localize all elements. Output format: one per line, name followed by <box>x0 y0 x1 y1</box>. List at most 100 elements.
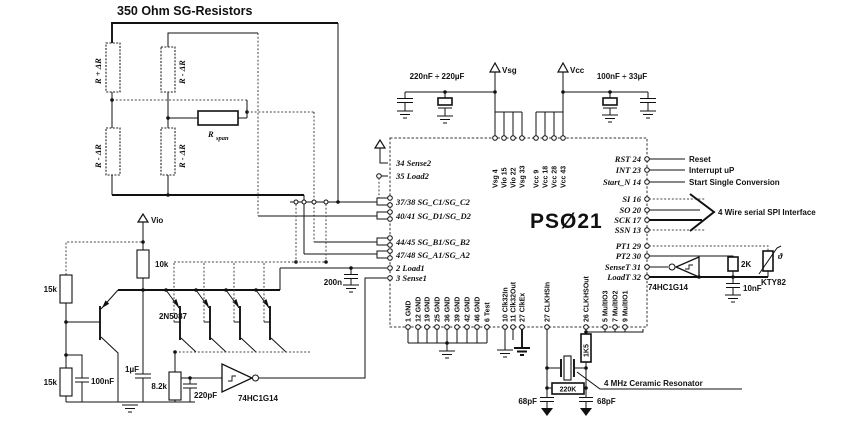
rspan-sub-label: span <box>215 135 229 142</box>
ground-icon <box>725 294 741 303</box>
cap-200n <box>343 268 359 293</box>
cap-220nf <box>397 92 413 119</box>
resistor-r-plus-dr <box>105 42 121 93</box>
r1k5-label: 1K5 <box>584 344 591 357</box>
schematic-title: 350 Ohm SG-Resistors <box>117 4 253 18</box>
r15k-top-label: 15k <box>44 285 58 294</box>
pin-label-loadt: LoadT 32 <box>606 272 642 282</box>
resistor-10k <box>136 249 150 279</box>
pin-label-sgc: 37/38 SG_C1/SG_C2 <box>395 197 471 207</box>
vcc-supply-icon <box>556 61 570 73</box>
pin-label-pt2: PT2 30 <box>616 251 642 261</box>
interrupt-label: Interrupt uP <box>689 166 735 175</box>
c220pf-label: 220pF <box>194 391 217 400</box>
c68pf-left-label: 68pF <box>518 397 537 406</box>
resonator-label: 4 MHz Ceramic Resonator <box>604 379 703 388</box>
resistor-r-minus-dr-br <box>160 127 176 176</box>
r10k-label: 10k <box>155 260 169 269</box>
vcc-label: Vcc <box>570 66 585 75</box>
r220k-label: 220K <box>560 387 577 394</box>
ground-icon <box>640 110 656 119</box>
resonator-callout-line <box>576 371 742 390</box>
c100nf-label: 100nF <box>91 377 114 386</box>
pin-label-clk32out: 11 Clk32Out <box>511 281 518 322</box>
chip-ps021: PSØ21 34 Sense2 35 Load2 37/38 SG_C1/SG_… <box>373 135 650 330</box>
resistor-r-minus-dr-bl <box>105 127 121 176</box>
transistor-label: 2N5087 <box>159 312 188 321</box>
pnp-arrow-icon <box>102 300 110 308</box>
pin-label-vsg4: Vsg 4 <box>493 169 500 188</box>
resistor-15k-bot <box>59 367 73 397</box>
ground-icon <box>397 110 413 119</box>
ground-icon <box>439 350 455 359</box>
pin-label-si: SI 16 <box>622 194 641 204</box>
r2k-label: 2K <box>741 260 751 269</box>
pin-label-so: SO 20 <box>620 205 642 215</box>
pin-label-clkhsin: 27 CLKHSIn <box>545 282 552 322</box>
pin-label-gnd42: 42 GND <box>465 297 472 322</box>
bridge-label-tr: R - ΔR <box>177 60 187 85</box>
pin-label-clk32in: 10 Clk32In <box>503 287 510 322</box>
cap-100nf-driver <box>66 354 89 402</box>
pin-label-vsg33: Vsg 33 <box>520 165 527 188</box>
crystal-icon <box>560 355 586 381</box>
transistor-t2 <box>164 262 197 353</box>
bridge-label-br: R - ΔR <box>177 144 187 169</box>
inverter-bubble-icon <box>252 374 259 382</box>
pin-label-vio22: Vio 22 <box>511 167 518 188</box>
inverter-74hc1g14-right <box>668 256 700 278</box>
right-caps-label: 100nF ÷ 33µF <box>597 72 647 81</box>
transistor-t3 <box>194 262 227 353</box>
resistor-2k <box>727 256 739 277</box>
pin-label-startn: Start_N 14 <box>603 177 641 187</box>
inverter-bubble-icon <box>668 263 676 271</box>
cap-100nf-vcc <box>602 92 618 123</box>
pin-label-multio1: 9 MultIO1 <box>623 290 630 322</box>
inverter-left-label: 74HC1G14 <box>238 394 279 403</box>
chip-pins <box>376 135 650 330</box>
inverter-triangle-icon <box>674 256 700 278</box>
driver-section: Vio 10k 15k <box>44 212 387 413</box>
right-section: Reset Interrupt uP Start Single Conversi… <box>648 155 816 303</box>
schmitt-icon <box>228 375 236 382</box>
cap-33uf <box>640 92 656 119</box>
pin-label-rst: RST 24 <box>614 154 641 164</box>
cap-220uf <box>437 92 453 124</box>
pin-label-pt1: PT1 29 <box>616 241 642 251</box>
ref-arrow-icon <box>373 138 387 149</box>
c1uf-label: 1µF <box>125 365 139 374</box>
pin-label-gnd19: 19 GND <box>425 297 432 322</box>
thermistor-kty82 <box>758 245 782 277</box>
ground-icon <box>602 114 618 123</box>
transistor-t5 <box>254 262 287 353</box>
ground-icon <box>122 404 138 413</box>
reset-label: Reset <box>689 155 711 164</box>
pin-label-vcc9: Vcc 9 <box>534 170 541 188</box>
kty82-label: KTY82 <box>761 278 786 287</box>
pin-label-sgb: 44/45 SG_B1/SG_B2 <box>395 237 471 247</box>
pin-label-multio3: 5 MultIO3 <box>603 290 610 322</box>
vio-supply-icon <box>136 212 150 223</box>
ground-icon <box>497 349 513 358</box>
pin-label-sense2: 34 Sense2 <box>395 158 432 168</box>
start-conv-label: Start Single Conversion <box>689 178 780 187</box>
bridge-label-bl: R - ΔR <box>93 144 103 169</box>
pin-label-sgd: 40/41 SG_D1/SG_D2 <box>395 211 472 221</box>
pin-label-gnd39: 39 GND <box>455 297 462 322</box>
pin-label-vio15: Vio 15 <box>502 167 509 188</box>
transistor-t4 <box>224 262 257 353</box>
pin-label-vcc28: Vcc 28 <box>552 166 559 188</box>
pin-label-gnd1: 1 GND <box>406 301 413 322</box>
r8k2-label: 8.2k <box>151 382 167 391</box>
bottom-section: 1K5 220K 68pF 68pF 4 MHz Ceramic Resonat… <box>407 329 742 416</box>
ground-arrow-icon <box>580 408 592 416</box>
pin-label-int: INT 23 <box>615 165 642 175</box>
cap-220pf <box>183 378 197 402</box>
rspan-label: R <box>207 129 214 139</box>
pin-label-gnd25: 25 GND <box>435 297 442 322</box>
c200n-label: 200n <box>324 278 342 287</box>
pin-label-gnd46: 46 GND <box>475 297 482 322</box>
pin-label-sga: 47/48 SG_A1/SG_A2 <box>395 250 471 260</box>
pin-label-load2: 35 Load2 <box>395 171 430 181</box>
